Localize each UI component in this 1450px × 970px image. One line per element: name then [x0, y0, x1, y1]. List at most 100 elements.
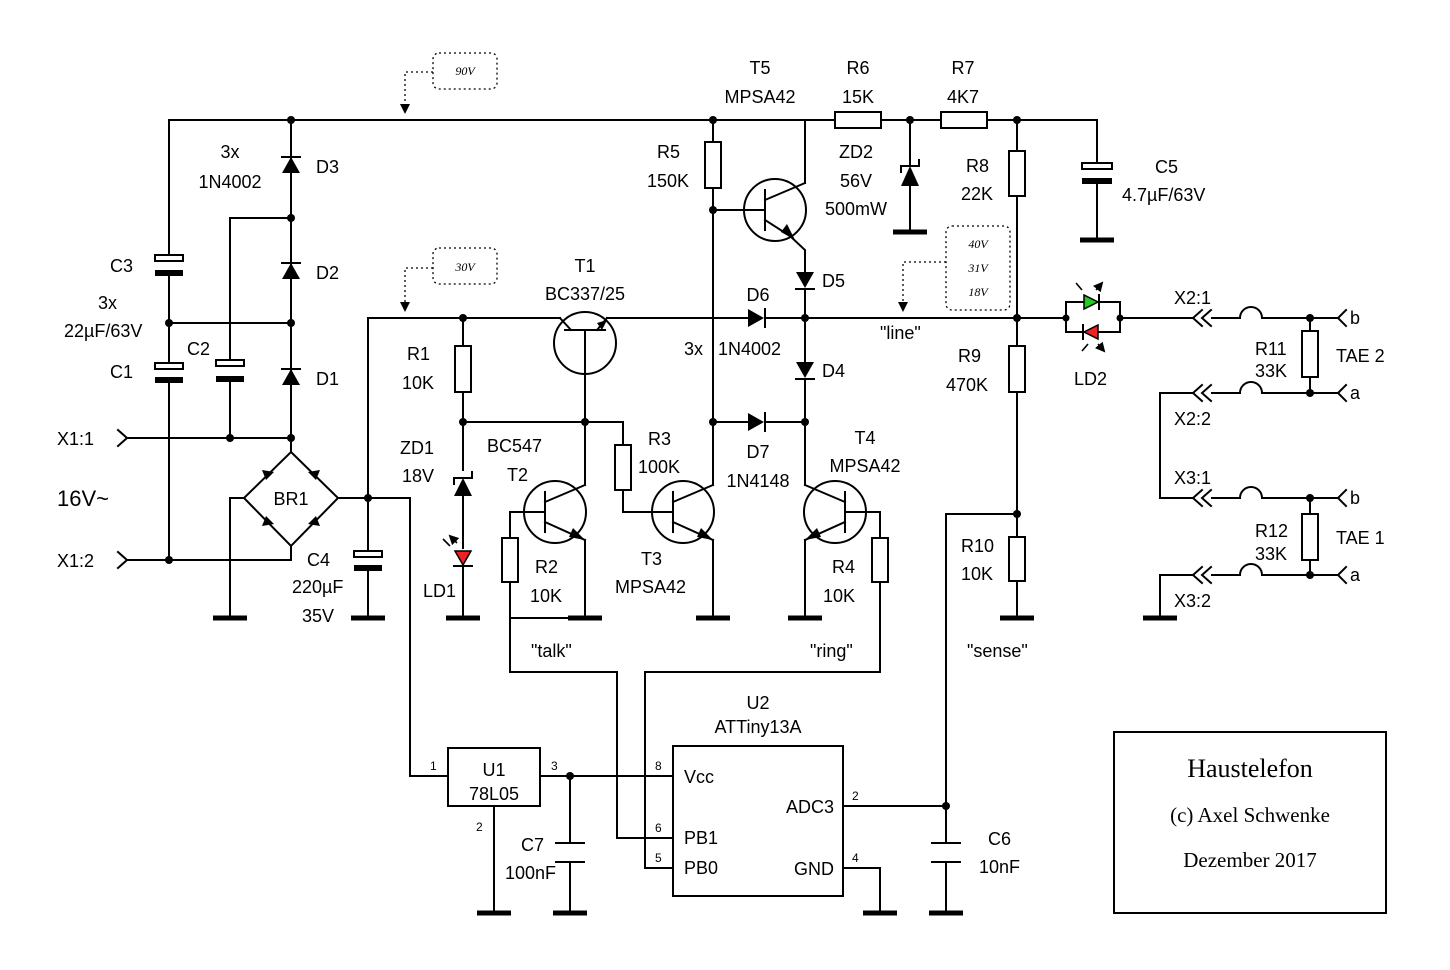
diode-d5 — [795, 272, 815, 290]
label-diodes-qty: 3x — [220, 142, 239, 162]
label-c2: C2 — [187, 339, 210, 359]
label-c6: C6 — [988, 829, 1011, 849]
label-r4: R4 — [832, 557, 855, 577]
label-u2-pin8: 8 — [655, 759, 662, 773]
label-a-tae1: a — [1350, 565, 1361, 585]
label-c4-value: 220µF — [292, 577, 343, 597]
label-ring: "ring" — [810, 641, 853, 661]
svg-text:18V: 18V — [968, 285, 989, 299]
title-block-author: (c) Axel Schwenke — [1170, 803, 1330, 827]
label-d6: D6 — [746, 285, 769, 305]
resistor-r1 — [454, 345, 472, 393]
label-r11: R11 — [1255, 339, 1287, 359]
label-d456-qty: 3x — [684, 339, 703, 359]
label-c5-value: 4.7µF/63V — [1122, 185, 1205, 205]
label-d7: D7 — [746, 442, 769, 462]
resistor-r6 — [834, 111, 882, 129]
label-c4: C4 — [307, 550, 330, 570]
label-line: "line" — [880, 323, 921, 343]
label-t2: T2 — [507, 465, 528, 485]
label-t5: T5 — [749, 58, 770, 78]
resistor-r2 — [501, 537, 519, 583]
label-u1-pin1: 1 — [430, 759, 437, 773]
label-t4-type: MPSA42 — [829, 456, 900, 476]
label-d456-type: 1N4002 — [718, 339, 781, 359]
label-u1-pin3: 3 — [551, 759, 558, 773]
label-r9: R9 — [958, 346, 981, 366]
label-r3-value: 100K — [638, 457, 680, 477]
transistor-t2 — [521, 480, 587, 544]
connector-x2-x3 — [1191, 308, 1213, 585]
label-caps-value: 22µF/63V — [64, 321, 142, 341]
svg-text:31V: 31V — [967, 261, 989, 275]
label-ld2: LD2 — [1074, 369, 1107, 389]
label-u2-pin6: 6 — [655, 821, 662, 835]
label-r5: R5 — [657, 142, 680, 162]
label-tae2: TAE 2 — [1336, 346, 1385, 366]
label-u2-pin4: 4 — [852, 851, 859, 865]
svg-text:40V: 40V — [968, 237, 989, 251]
label-ld1: LD1 — [423, 581, 456, 601]
label-br1: BR1 — [273, 489, 308, 509]
resistor-r4 — [871, 537, 889, 583]
label-r1: R1 — [407, 344, 430, 364]
title-block: Haustelefon (c) Axel Schwenke Dezember 2… — [1113, 731, 1387, 914]
diode-d3 — [281, 156, 301, 173]
terminal-x1 — [116, 428, 129, 570]
tae-sockets — [1336, 308, 1348, 585]
label-u2: U2 — [746, 693, 769, 713]
label-r11-value: 33K — [1255, 361, 1287, 381]
label-u2-pb0: PB0 — [684, 858, 718, 878]
label-r2-value: 10K — [530, 586, 562, 606]
label-t3: T3 — [641, 549, 662, 569]
capacitor-c7 — [555, 842, 585, 863]
transistor-t4 — [803, 480, 867, 544]
label-r8-value: 22K — [961, 184, 993, 204]
junctions — [165, 116, 1314, 810]
label-r6: R6 — [846, 58, 869, 78]
label-u2-adc3: ADC3 — [786, 797, 834, 817]
label-sense: "sense" — [967, 641, 1028, 661]
label-x3-2: X3:2 — [1174, 591, 1211, 611]
label-a-tae2: a — [1350, 383, 1361, 403]
label-r4-value: 10K — [823, 586, 855, 606]
label-t1: T1 — [574, 256, 595, 276]
led-ld2 — [1060, 283, 1126, 351]
ground-symbols — [213, 229, 1177, 916]
led-ld1 — [443, 536, 473, 567]
label-r12: R12 — [1255, 521, 1288, 541]
resistor-r8 — [1008, 150, 1026, 197]
label-d1: D1 — [316, 369, 339, 389]
label-r7-value: 4K7 — [947, 87, 979, 107]
label-u2-pb1: PB1 — [684, 828, 718, 848]
label-diodes-type: 1N4002 — [198, 172, 261, 192]
label-r6-value: 15K — [842, 87, 874, 107]
resistor-r11 — [1301, 330, 1319, 378]
resistor-r7 — [940, 111, 988, 129]
label-d5: D5 — [822, 271, 845, 291]
title-block-date: Dezember 2017 — [1183, 848, 1317, 872]
capacitor-c3 — [154, 254, 184, 276]
label-c3: C3 — [110, 256, 133, 276]
label-r3: R3 — [648, 429, 671, 449]
label-talk: "talk" — [531, 641, 572, 661]
voltage-note-90v: 90V — [400, 52, 498, 114]
zener-zd1 — [453, 471, 473, 496]
label-u2-type: ATTiny13A — [714, 717, 801, 737]
voltage-note-30v: 30V — [400, 247, 498, 312]
label-r1-value: 10K — [402, 373, 434, 393]
capacitor-c2 — [215, 359, 245, 382]
label-zd2-value: 56V — [840, 171, 872, 191]
capacitor-c6 — [931, 842, 961, 863]
label-c7-value: 100nF — [505, 863, 556, 883]
label-r9-value: 470K — [946, 375, 988, 395]
transistor-t5 — [743, 178, 807, 242]
label-r7: R7 — [951, 58, 974, 78]
label-x2-2: X2:2 — [1174, 409, 1211, 429]
label-t2-type: BC547 — [487, 436, 542, 456]
transistor-t1 — [553, 311, 617, 381]
resistor-r10 — [1008, 536, 1026, 582]
label-zd1: ZD1 — [400, 438, 434, 458]
label-r10: R10 — [961, 536, 994, 556]
